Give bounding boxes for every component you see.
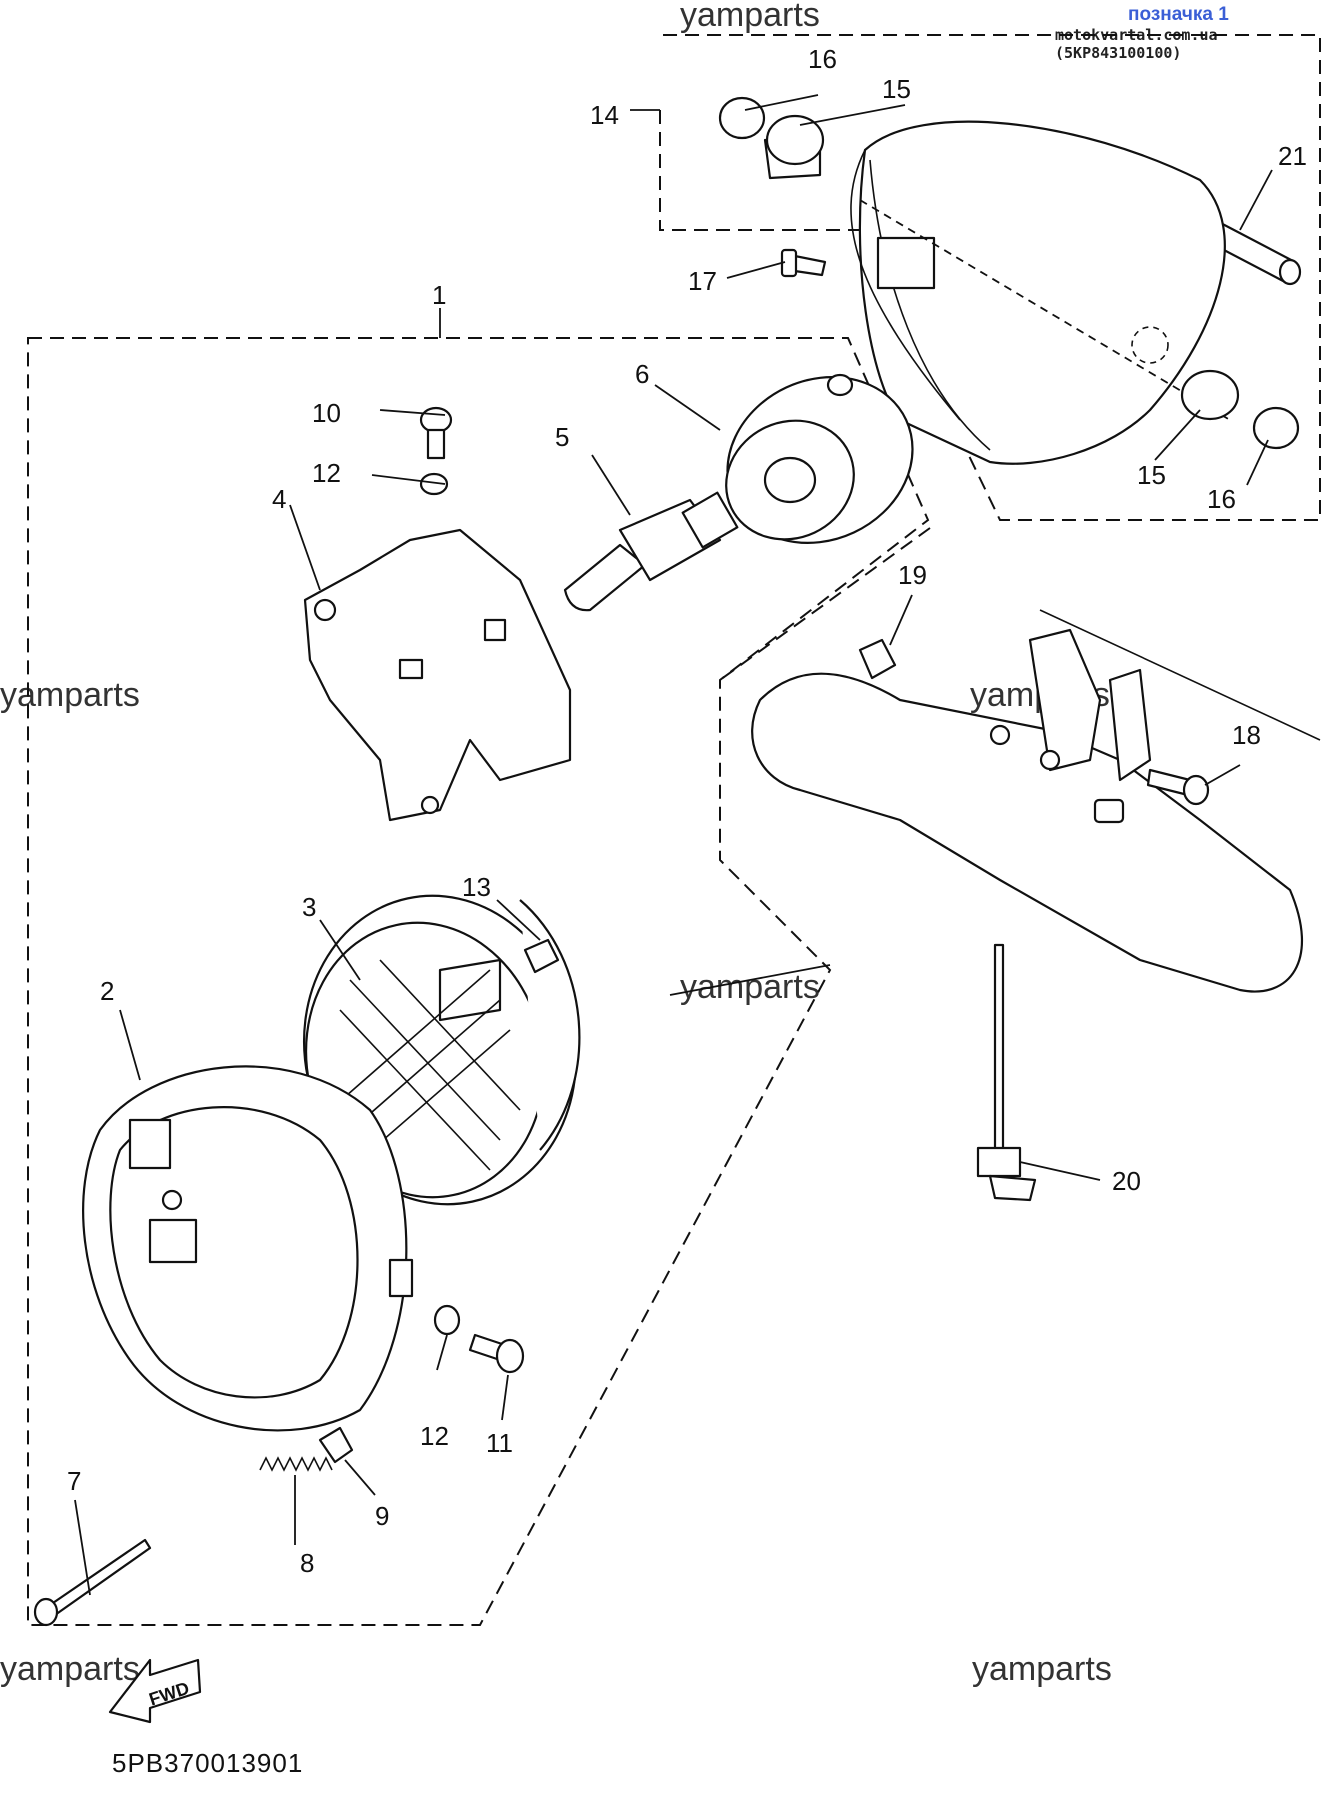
assembly-14-boundary [659,34,1321,521]
bulb-socket [725,373,914,544]
callout-7: 7 [67,1466,81,1496]
callout-5: 5 [555,422,569,452]
headlight-rim [82,1065,414,1432]
bushing-top [718,96,825,180]
watermark-middle: yamparts [680,968,820,1006]
watermark-left: yamparts [0,676,140,714]
bulb [563,491,739,612]
watermark-top: yamparts [680,0,820,34]
callout-15-top: 15 [882,74,911,104]
callout-20: 20 [1112,1166,1141,1196]
callout-1: 1 [432,280,446,310]
callout-9: 9 [375,1501,389,1531]
nut-9 [318,1426,354,1464]
washer-12-top [419,472,449,496]
diagram-code: 5PB370013901 [112,1748,304,1778]
bracket-4 [303,528,572,822]
callout-14: 14 [590,100,619,130]
callout-6: 6 [635,359,649,389]
bracket-boundary [719,527,931,681]
callout-12-bottom: 12 [420,1421,449,1451]
nut-13 [523,938,560,974]
screw-7 [33,1538,152,1627]
nut-19 [858,638,897,680]
marker-label: позначка 1 [1128,4,1229,25]
screw-10 [419,406,453,460]
callout-4: 4 [272,484,286,514]
spring-8 [259,1456,333,1472]
callout-2: 2 [100,976,114,1006]
callout-10: 10 [312,398,341,428]
headlight-housing-shell [850,120,1231,465]
callout-3: 3 [302,892,316,922]
watermark-bottom-right: yamparts [972,1650,1112,1688]
callout-16-top: 16 [808,44,837,74]
callout-8: 8 [300,1548,314,1578]
callout-21: 21 [1278,141,1307,171]
callout-18: 18 [1232,720,1261,750]
watermark-bottom-left: yamparts [0,1650,140,1688]
screw-17 [780,248,827,278]
screw-11 [468,1333,525,1374]
callout-13: 13 [462,872,491,902]
bushing-bottom [1180,369,1300,450]
leader-lines [74,94,1273,1596]
callout-11: 11 [486,1428,513,1458]
cable-tie-20 [976,943,1037,1202]
washer-12-bottom [433,1304,461,1336]
callout-16-bottom: 16 [1207,484,1236,514]
callout-12-top: 12 [312,458,341,488]
bolt-18 [1146,768,1210,806]
callout-15-bottom: 15 [1137,460,1166,490]
callout-17: 17 [688,266,717,296]
mounting-bracket [751,609,1321,993]
callout-19: 19 [898,560,927,590]
